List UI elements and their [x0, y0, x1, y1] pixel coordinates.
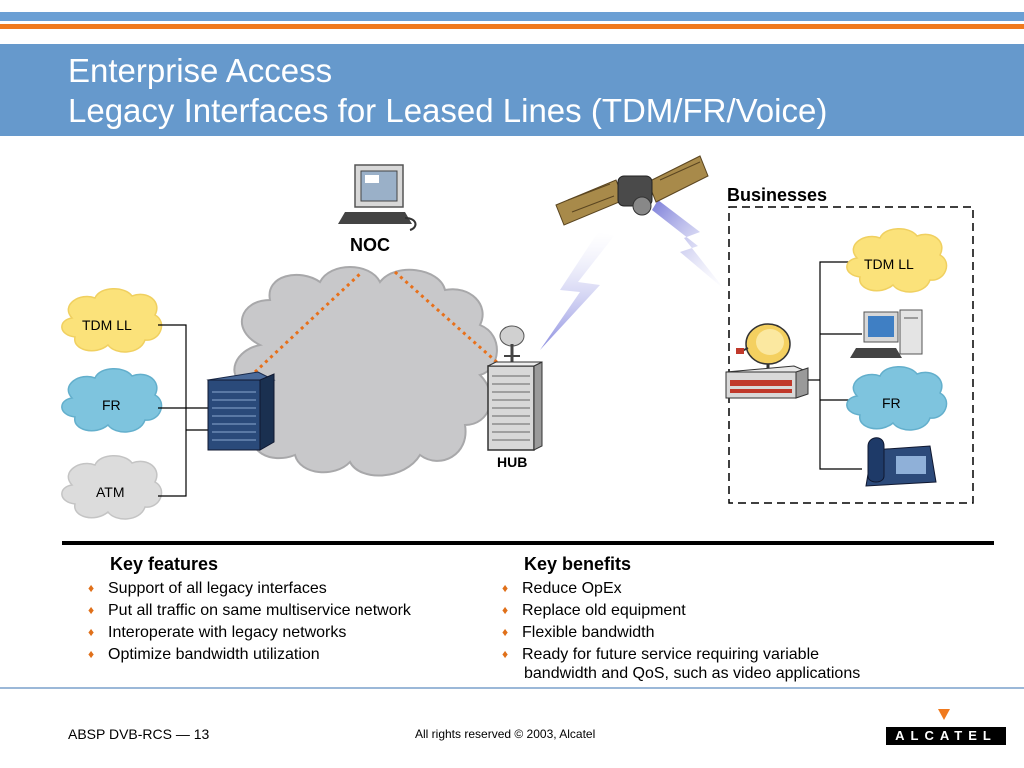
alcatel-logo-arrow-icon: [938, 709, 950, 720]
bullet-diamond-icon: ♦: [502, 625, 509, 639]
key-features-title: Key features: [110, 554, 219, 574]
left-cloud-tdm-ll: TDM LL: [61, 288, 163, 353]
feature-item: ♦Interoperate with legacy networks: [88, 621, 346, 644]
bullet-diamond-icon: ♦: [502, 581, 509, 595]
top-orange-stripe: [0, 24, 1024, 29]
bullet-diamond-icon: ♦: [88, 625, 95, 639]
right-cloud-tdm-ll: TDM LL: [846, 228, 948, 293]
slide-subtitle: Legacy Interfaces for Leased Lines (TDM/…: [68, 92, 828, 129]
right-connector-lines: [808, 261, 862, 470]
bullet-diamond-icon: ♦: [502, 647, 509, 661]
noc-label: NOC: [350, 235, 390, 255]
bullet-diamond-icon: ♦: [502, 603, 509, 617]
top-blue-stripe: [0, 12, 1024, 21]
switch-rack-icon: [206, 371, 276, 451]
slide-title: Enterprise Access: [68, 52, 333, 89]
benefit-item: ♦Flexible bandwidth: [502, 621, 655, 644]
left-connector-lines: [158, 324, 208, 497]
bullet-diamond-icon: ♦: [88, 581, 95, 595]
section-divider: [62, 541, 994, 545]
left-cloud-fr-label: FR: [102, 397, 121, 413]
bullet-diamond-icon: ♦: [88, 603, 95, 617]
title-band: [0, 44, 1024, 136]
telephone-icon: [865, 437, 937, 487]
left-cloud-tdm-ll-label: TDM LL: [82, 317, 132, 333]
businesses-label: Businesses: [727, 185, 827, 205]
right-cloud-fr-label: FR: [882, 395, 901, 411]
benefit-item: ♦Replace old equipment: [502, 599, 686, 622]
feature-item: ♦Support of all legacy interfaces: [88, 577, 327, 600]
footer-divider: [0, 687, 1024, 689]
site-dish-icon: [736, 323, 791, 372]
desktop-computer-icon: [850, 309, 923, 358]
footer-copyright: All rights reserved © 2003, Alcatel: [415, 727, 596, 741]
alcatel-logo: ALCATEL: [886, 727, 1006, 745]
downlink-bolt-icon: [652, 200, 725, 290]
benefit-item: ♦Reduce OpEx: [502, 577, 622, 600]
noc-computer-icon: [338, 164, 417, 231]
right-cloud-fr: FR: [846, 366, 948, 431]
footer-page-label: ABSP DVB-RCS — 13: [68, 726, 210, 742]
uplink-bolt-icon: [540, 232, 614, 350]
hub-dish-icon: [499, 325, 525, 366]
noc-connection-lines: [253, 270, 501, 374]
key-benefits-title: Key benefits: [524, 554, 632, 574]
left-cloud-atm-label: ATM: [96, 484, 125, 500]
satellite-icon: [555, 155, 709, 226]
right-cloud-tdm-ll-label: TDM LL: [864, 256, 914, 272]
benefit-item-continuation: bandwidth and QoS, such as video applica…: [524, 665, 861, 682]
terminal-router-icon: [725, 365, 809, 399]
benefit-item: ♦Ready for future service requiring vari…: [502, 643, 819, 666]
left-cloud-atm: ATM: [61, 455, 163, 520]
hub-rack-icon: [487, 361, 543, 451]
feature-item: ♦Put all traffic on same multiservice ne…: [88, 599, 411, 622]
hub-label: HUB: [497, 454, 527, 470]
left-cloud-fr: FR: [61, 368, 163, 433]
network-diagram: NOC TDM LL FR ATM: [61, 155, 974, 520]
bullet-diamond-icon: ♦: [88, 647, 95, 661]
feature-item: ♦Optimize bandwidth utilization: [88, 643, 320, 666]
businesses-box: [728, 206, 974, 504]
